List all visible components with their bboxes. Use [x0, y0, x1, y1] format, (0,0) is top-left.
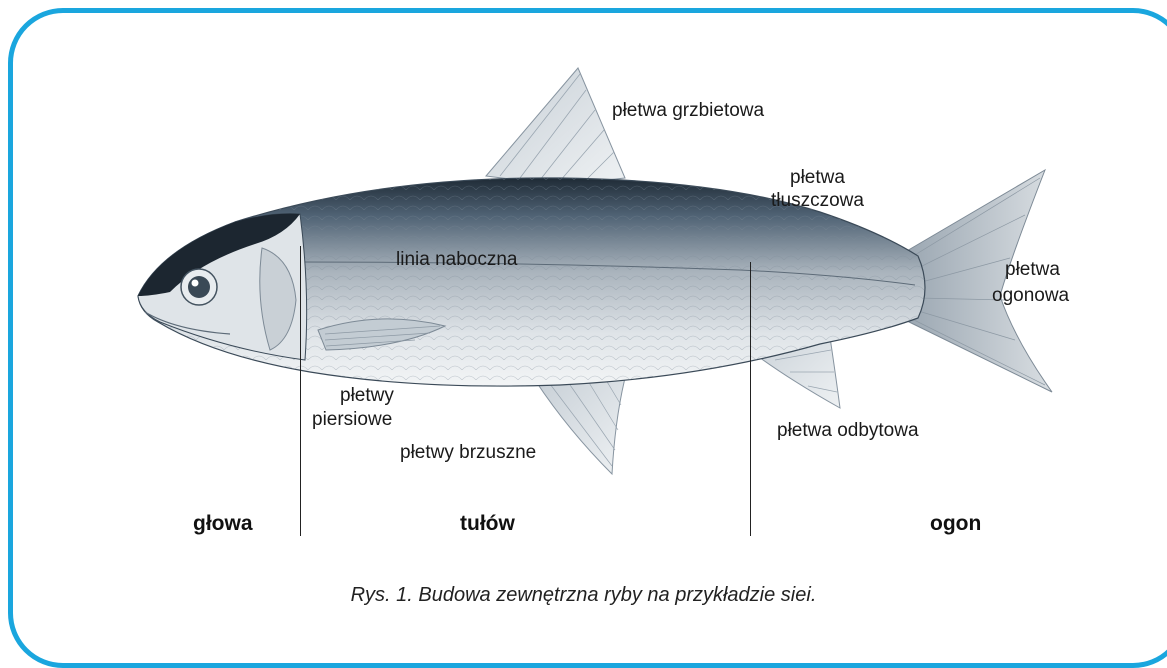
caudal-fin-label-line1: płetwa [1005, 258, 1060, 281]
adipose-fin-label-line2: tłuszczowa [771, 189, 864, 212]
figure-caption: Rys. 1. Budowa zewnętrzna ryby na przykł… [0, 584, 1167, 607]
anal-fin-label: płetwa odbytowa [777, 419, 919, 442]
section-trunk-label: tułów [460, 512, 515, 536]
fish-illustration [0, 0, 1167, 621]
trunk-tail-divider [750, 262, 751, 536]
pelvic-fins-label: płetwy brzuszne [400, 441, 536, 464]
section-head-label: głowa [193, 512, 253, 536]
section-tail-label: ogon [930, 512, 981, 536]
dorsal-fin-label: płetwa grzbietowa [612, 99, 764, 122]
pelvic-fin [535, 378, 625, 474]
caudal-fin [905, 170, 1052, 392]
head-trunk-divider [300, 246, 301, 536]
dorsal-fin [486, 68, 625, 182]
eye-icon [181, 269, 217, 305]
adipose-fin-label-line1: płetwa [790, 166, 845, 189]
pectoral-fins-label-line1: płetwy [340, 384, 394, 407]
lateral-line-label: linia naboczna [396, 248, 517, 271]
pectoral-fins-label-line2: piersiowe [312, 408, 392, 431]
caudal-fin-label-line2: ogonowa [992, 284, 1069, 307]
fish-head [138, 214, 307, 360]
